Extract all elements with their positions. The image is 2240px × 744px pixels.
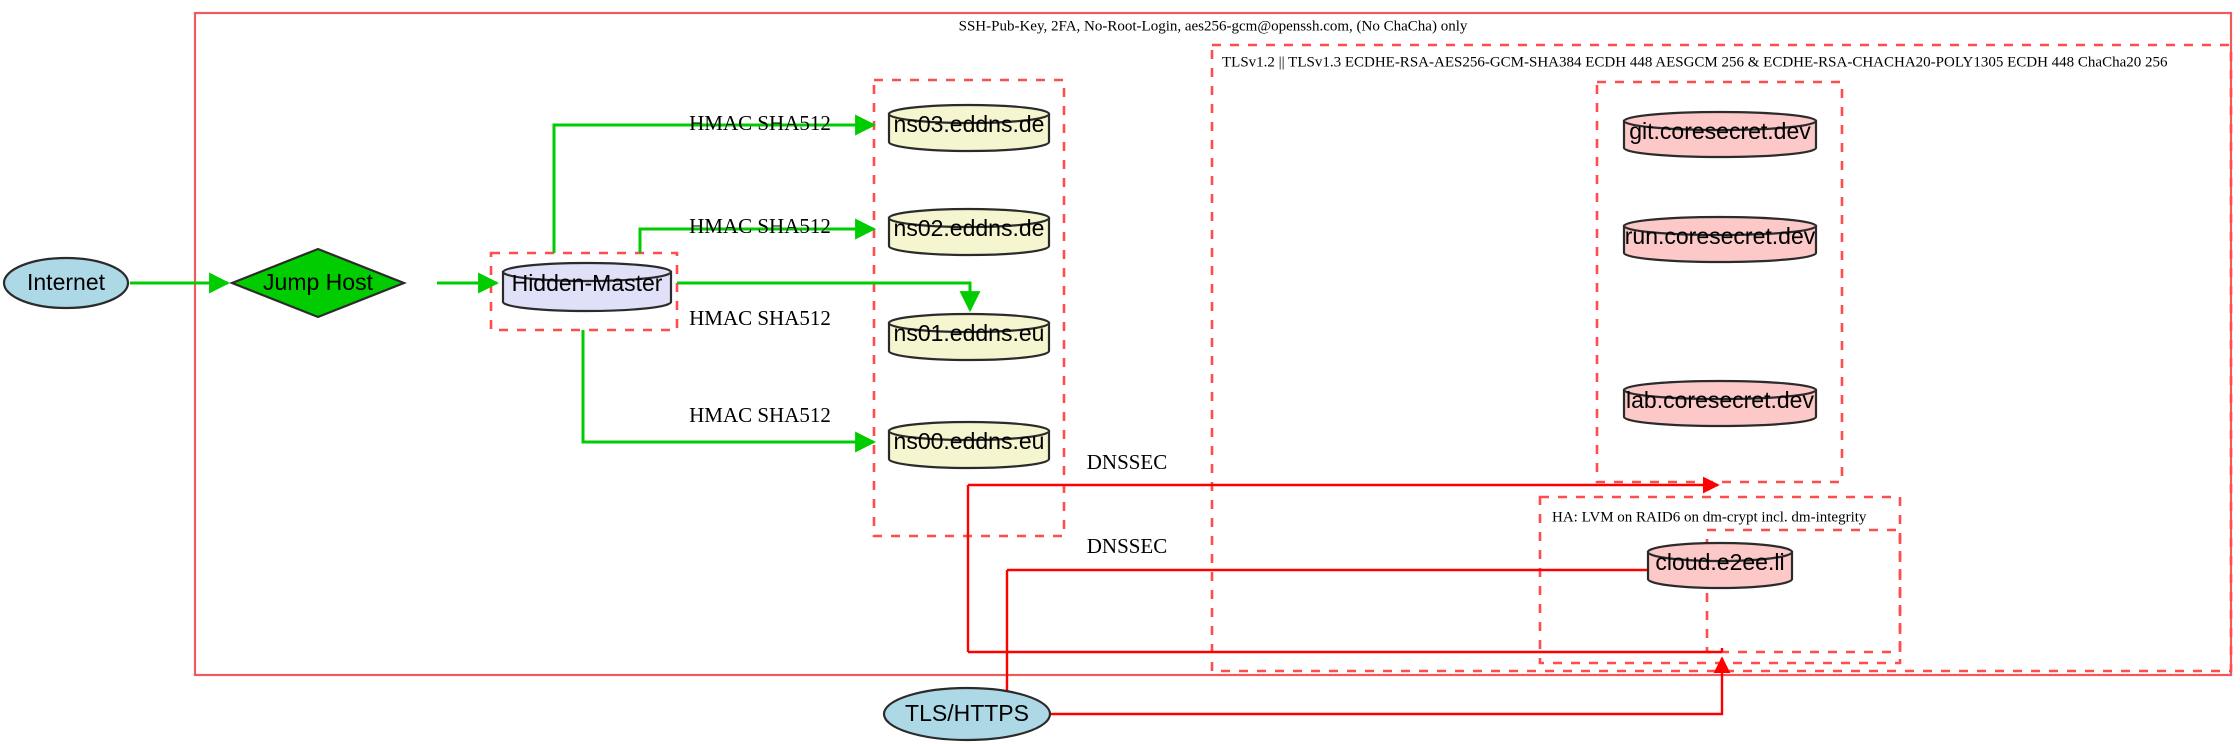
cluster-ha-label: HA: LVM on RAID6 on dm-crypt incl. dm-in… bbox=[1552, 509, 1867, 525]
node-ns02-label: ns02.eddns.de bbox=[894, 215, 1045, 241]
edge-tls-https-right bbox=[1050, 656, 1731, 716]
edge-hm-ns03 bbox=[552, 114, 877, 253]
edge-label-dnssec-top: DNSSEC bbox=[1087, 450, 1168, 474]
node-hidden-master-label: Hidden-Master bbox=[512, 270, 663, 296]
node-run-coresecret-label: run.coresecret.dev bbox=[1625, 223, 1816, 249]
node-ns00[interactable]: ns00.eddns.eu bbox=[887, 420, 1051, 470]
node-ns01-label: ns01.eddns.eu bbox=[894, 320, 1045, 346]
node-ns03[interactable]: ns03.eddns.de bbox=[887, 103, 1051, 153]
node-tls-https-label: TLS/HTTPS bbox=[905, 700, 1029, 726]
node-git-coresecret[interactable]: git.coresecret.dev bbox=[1622, 110, 1818, 159]
node-ns00-label: ns00.eddns.eu bbox=[894, 428, 1045, 454]
cluster-tls: TLSv1.2 || TLSv1.3 ECDHE-RSA-AES256-GCM-… bbox=[1210, 43, 2233, 673]
node-ns03-label: ns03.eddns.de bbox=[894, 111, 1045, 137]
edge-label-hmac-ns02: HMAC SHA512 bbox=[689, 214, 831, 238]
cluster-tls-label: TLSv1.2 || TLSv1.3 ECDHE-RSA-AES256-GCM-… bbox=[1222, 54, 2168, 70]
node-lab-coresecret-label: lab.coresecret.dev bbox=[1626, 387, 1814, 413]
edge-label-hmac-ns03: HMAC SHA512 bbox=[689, 111, 831, 135]
edge-hm-ns02 bbox=[638, 218, 877, 253]
node-ns02[interactable]: ns02.eddns.de bbox=[887, 207, 1051, 257]
cluster-cloud bbox=[1705, 528, 1902, 654]
node-run-coresecret[interactable]: run.coresecret.dev bbox=[1622, 215, 1818, 264]
node-jump-host[interactable]: Jump Host bbox=[229, 247, 407, 319]
edge-label-dnssec-bottom: DNSSEC bbox=[1087, 534, 1168, 558]
node-hidden-master[interactable]: Hidden-Master bbox=[501, 261, 673, 313]
node-ns01[interactable]: ns01.eddns.eu bbox=[887, 312, 1051, 362]
node-lab-coresecret[interactable]: lab.coresecret.dev bbox=[1622, 379, 1818, 428]
edge-hm-ns01 bbox=[677, 281, 981, 313]
node-internet-label: Internet bbox=[27, 269, 106, 295]
edge-label-hmac-ns00: HMAC SHA512 bbox=[689, 403, 831, 427]
node-cloud-e2ee[interactable]: cloud.e2ee.li bbox=[1646, 541, 1794, 590]
node-git-coresecret-label: git.coresecret.dev bbox=[1629, 118, 1811, 144]
node-jump-host-label: Jump Host bbox=[263, 269, 374, 295]
node-tls-https[interactable]: TLS/HTTPS bbox=[882, 686, 1052, 742]
cluster-ssh-label: SSH-Pub-Key, 2FA, No-Root-Login, aes256-… bbox=[959, 18, 1468, 34]
edge-hm-ns00 bbox=[581, 330, 877, 453]
node-cloud-e2ee-label: cloud.e2ee.li bbox=[1655, 549, 1784, 575]
edge-label-hmac-ns01: HMAC SHA512 bbox=[689, 306, 831, 330]
node-internet[interactable]: Internet bbox=[2, 256, 130, 310]
